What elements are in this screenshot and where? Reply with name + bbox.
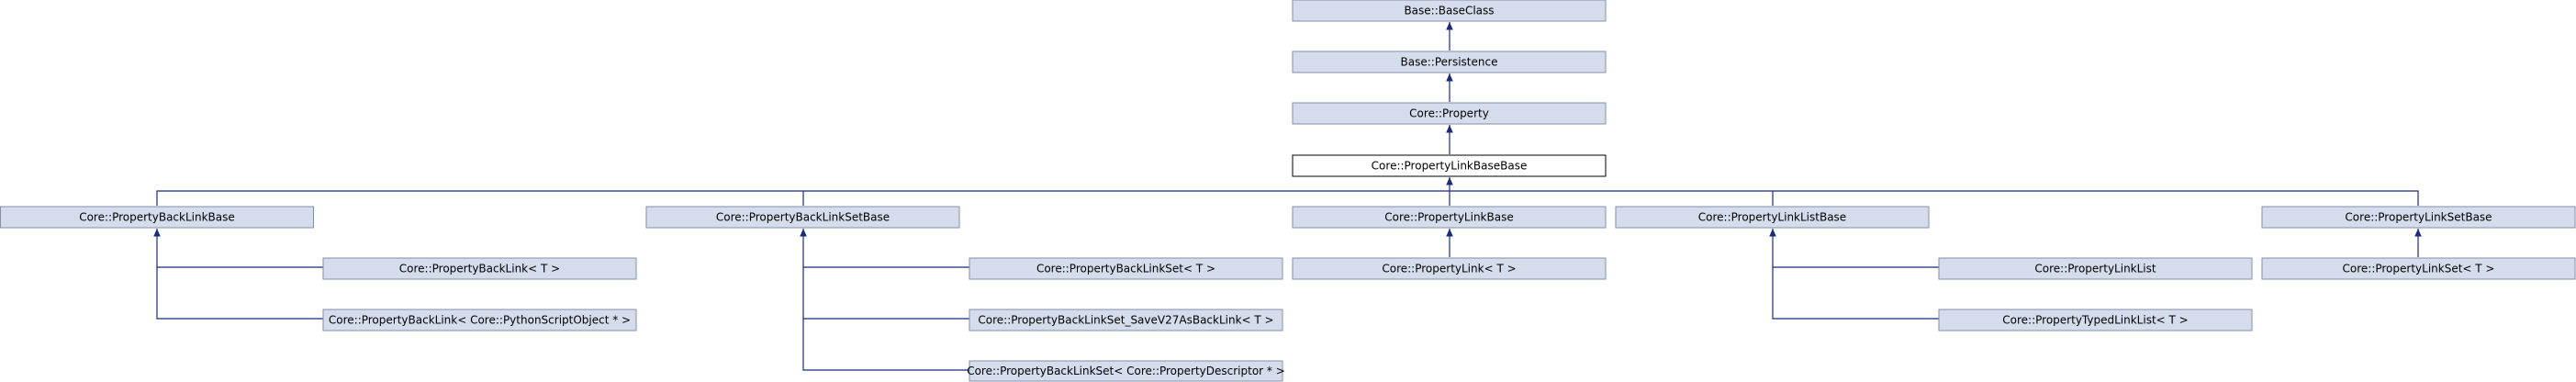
node-core-propertybacklinkset-save[interactable]: Core::PropertyBackLinkSet_SaveV27AsBackL… [969, 309, 1283, 331]
node-label: Core::PropertyLinkSet< T > [2343, 263, 2495, 275]
node-core-propertybacklinkbase[interactable]: Core::PropertyBackLinkBase [0, 206, 314, 229]
node-label: Core::PropertyLinkBase [1384, 211, 1513, 224]
node-label: Core::PropertyLinkBaseBase [1372, 160, 1528, 173]
edge-children-linkbasebase [156, 190, 2419, 206]
node-core-propertybacklinksetbase[interactable]: Core::PropertyBackLinkSetBase [645, 206, 960, 229]
node-base-baseclass[interactable]: Base::BaseClass [1292, 0, 1607, 22]
node-core-propertylink-t[interactable]: Core::PropertyLink< T > [1292, 257, 1607, 280]
node-label: Core::PropertyBackLinkSet_SaveV27AsBackL… [978, 314, 1273, 327]
node-label: Core::PropertyBackLinkSet< Core::Propert… [967, 365, 1285, 377]
node-label: Core::PropertyLinkListBase [1698, 211, 1846, 224]
node-label: Core::PropertyTypedLinkList< T > [2002, 314, 2188, 327]
node-core-propertylinklistbase[interactable]: Core::PropertyLinkListBase [1615, 206, 1930, 229]
node-core-propertytypedlinklist[interactable]: Core::PropertyTypedLinkList< T > [1938, 309, 2253, 331]
node-label: Core::PropertyLink< T > [1382, 263, 1516, 275]
node-label: Core::PropertyBackLinkSet< T > [1036, 263, 1215, 275]
node-label: Core::PropertyBackLink< Core::PythonScri… [329, 314, 631, 327]
node-core-propertylinklist[interactable]: Core::PropertyLinkList [1938, 257, 2253, 280]
node-label: Base::BaseClass [1404, 5, 1494, 17]
edge-backlinkset-save [802, 267, 969, 320]
node-core-propertylinkbase[interactable]: Core::PropertyLinkBase [1292, 206, 1607, 229]
edge-backlinkset-t [800, 229, 969, 268]
edges [153, 22, 2422, 371]
node-label: Core::PropertyBackLinkSetBase [716, 211, 890, 224]
edge-backlinkset-descriptor [802, 319, 969, 371]
node-core-propertylinkbasebase[interactable]: Core::PropertyLinkBaseBase [1292, 154, 1607, 177]
node-label: Core::PropertyBackLink< T > [399, 263, 560, 275]
edge-linklist [1769, 229, 1939, 268]
node-label: Core::PropertyLinkList [2034, 263, 2156, 275]
node-label: Core::PropertyBackLinkBase [79, 211, 235, 224]
edge-backlink-python [156, 267, 323, 320]
node-core-propertylinksetbase[interactable]: Core::PropertyLinkSetBase [2261, 206, 2576, 229]
node-core-propertybacklink-python[interactable]: Core::PropertyBackLink< Core::PythonScri… [322, 309, 637, 331]
node-core-propertybacklink-t[interactable]: Core::PropertyBackLink< T > [322, 257, 637, 280]
node-core-propertybacklinkset-t[interactable]: Core::PropertyBackLinkSet< T > [969, 257, 1283, 280]
node-label: Base::Persistence [1401, 56, 1498, 69]
node-core-propertylinkset-t[interactable]: Core::PropertyLinkSet< T > [2261, 257, 2576, 280]
node-core-property[interactable]: Core::Property [1292, 102, 1607, 125]
node-core-propertybacklinkset-descriptor[interactable]: Core::PropertyBackLinkSet< Core::Propert… [967, 360, 1285, 382]
node-base-persistence[interactable]: Base::Persistence [1292, 51, 1607, 73]
node-label: Core::Property [1409, 107, 1489, 120]
edge-backlink-t [153, 229, 323, 268]
edge-typedlinklist [1772, 267, 1939, 320]
node-label: Core::PropertyLinkSetBase [2345, 211, 2492, 224]
